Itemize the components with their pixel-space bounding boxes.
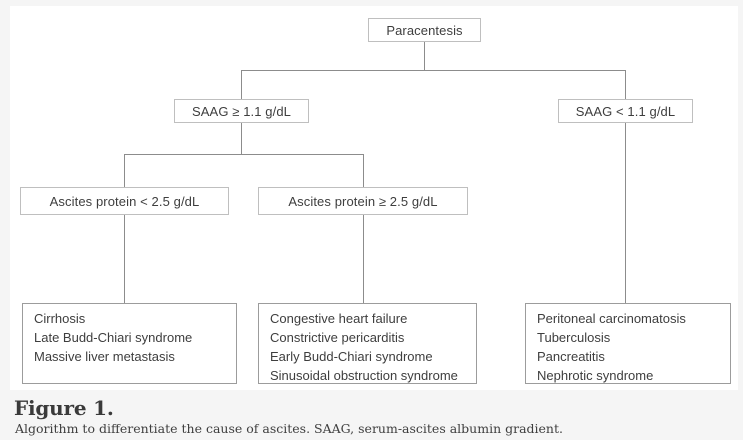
outcome-box-saag-low: Peritoneal carcinomatosis Tuberculosis P… (525, 303, 731, 384)
node-paracentesis-label: Paracentesis (386, 22, 463, 38)
connector-line (241, 70, 626, 71)
outcome-item: Peritoneal carcinomatosis (537, 311, 686, 326)
figure-caption-title: Figure 1. (14, 396, 114, 420)
connector-line (625, 122, 626, 303)
connector-line (124, 154, 125, 187)
outcome-item: Pancreatitis (537, 349, 605, 364)
outcome-item: Congestive heart failure (270, 311, 408, 326)
node-protein-low: Ascites protein < 2.5 g/dL (20, 187, 229, 215)
node-protein-high: Ascites protein ≥ 2.5 g/dL (258, 187, 468, 215)
node-protein-low-label: Ascites protein < 2.5 g/dL (49, 193, 200, 209)
node-saag-low-label: SAAG < 1.1 g/dL (575, 103, 676, 119)
node-saag-high: SAAG ≥ 1.1 g/dL (174, 99, 309, 123)
outcome-item: Nephrotic syndrome (537, 368, 654, 383)
outcome-box-high-protein: Congestive heart failure Constrictive pe… (258, 303, 477, 384)
outcome-item: Late Budd-Chiari syndrome (34, 330, 193, 345)
node-protein-high-label: Ascites protein ≥ 2.5 g/dL (288, 193, 438, 209)
outcome-item: Tuberculosis (537, 330, 611, 345)
connector-line (241, 122, 242, 154)
connector-line (124, 154, 364, 155)
node-saag-low: SAAG < 1.1 g/dL (558, 99, 693, 123)
connector-line (363, 214, 364, 303)
outcome-item: Early Budd-Chiari syndrome (270, 349, 433, 364)
outcome-box-low-protein: Cirrhosis Late Budd-Chiari syndrome Mass… (22, 303, 237, 384)
outcome-item: Massive liver metastasis (34, 349, 175, 364)
outcome-item: Constrictive pericarditis (270, 330, 405, 345)
connector-line (363, 154, 364, 187)
connector-line (424, 42, 425, 70)
outcome-item: Sinusoidal obstruction syndrome (270, 368, 458, 383)
connector-line (241, 70, 242, 99)
connector-line (124, 214, 125, 303)
node-paracentesis: Paracentesis (368, 18, 481, 42)
connector-line (625, 70, 626, 99)
node-saag-high-label: SAAG ≥ 1.1 g/dL (192, 103, 291, 119)
figure-caption-text: Algorithm to differentiate the cause of … (15, 421, 563, 436)
outcome-item: Cirrhosis (34, 311, 86, 326)
